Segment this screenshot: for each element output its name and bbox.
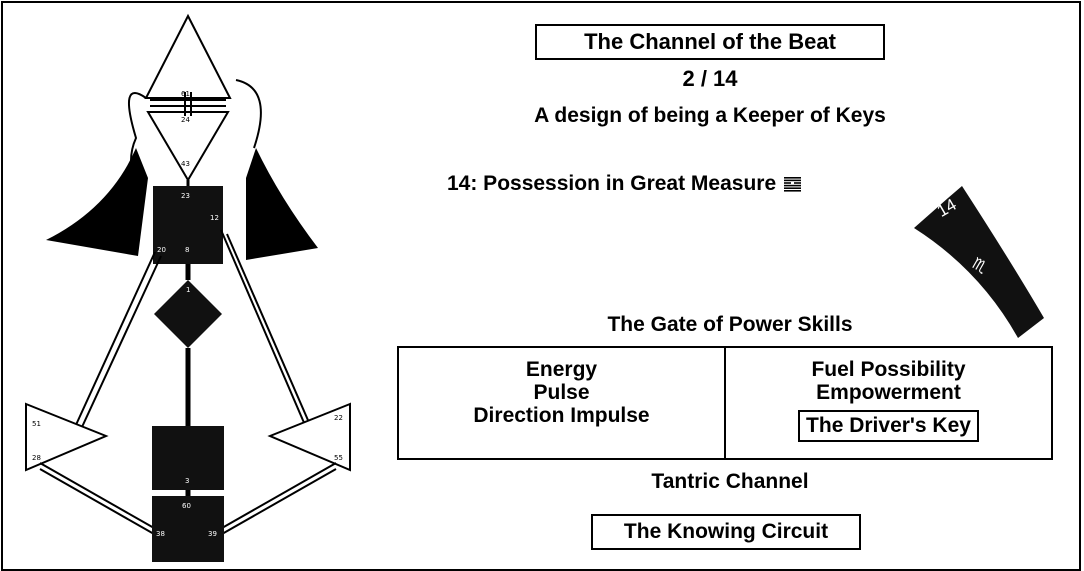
bodygraph-diagram: 61 24 43 23 12 20 8 1 51 28 22 55 3 60 3… [25, 13, 351, 562]
head-silhouette-right [246, 148, 318, 260]
keywords-right: Fuel Possibility Empowerment The Driver'… [726, 348, 1051, 458]
zodiac-wedge: 14 ♏ [914, 186, 1044, 338]
gate-12: 12 [210, 214, 219, 222]
gate-24: 24 [181, 116, 190, 124]
gate-55: 55 [334, 454, 343, 462]
gate-1: 1 [186, 286, 190, 294]
gate-28: 28 [32, 454, 41, 462]
gate-8: 8 [185, 246, 189, 254]
gate-line: 14: Possession in Great Measure [447, 172, 802, 196]
gate-43: 43 [181, 160, 190, 168]
keyword: Pulse [533, 381, 590, 404]
keyword: Energy [525, 358, 598, 381]
keyword: Fuel Possibility [811, 358, 966, 381]
sacral-center [152, 426, 224, 490]
keywords-table: Energy Pulse Direction Impulse Fuel Poss… [397, 346, 1053, 460]
gate-38: 38 [156, 530, 165, 538]
gate-61: 61 [181, 90, 190, 98]
head-silhouette-left [46, 148, 148, 256]
spleen-center [25, 402, 109, 472]
head-center [144, 13, 232, 99]
ajna-center [146, 111, 230, 182]
keyword: Direction Impulse [473, 404, 650, 427]
gate-39: 39 [208, 530, 217, 538]
gate-label: 14: Possession in Great Measure [447, 172, 777, 195]
design-description: A design of being a Keeper of Keys [534, 104, 886, 127]
gate-3: 3 [185, 477, 189, 485]
gate-22: 22 [334, 414, 343, 422]
channel-title: The Channel of the Beat [535, 24, 885, 60]
g-center [154, 280, 222, 348]
gate-23: 23 [181, 192, 190, 200]
hexagram-icon [784, 176, 802, 192]
root-center [152, 496, 224, 562]
wheel-segment [914, 186, 1044, 338]
head-outline-right [235, 79, 262, 149]
emotional-center [267, 402, 351, 472]
circuit-name: The Knowing Circuit [591, 514, 861, 550]
keyword: Empowerment [816, 381, 961, 404]
gate-title: The Gate of Power Skills [607, 313, 853, 336]
throat-center [153, 186, 223, 264]
gate-51: 51 [32, 420, 41, 428]
head-outline [128, 92, 147, 187]
key-name-box: The Driver's Key [798, 410, 979, 442]
gate-60: 60 [182, 502, 191, 510]
circuit-type: Tantric Channel [651, 470, 809, 493]
gate-20: 20 [157, 246, 166, 254]
channel-number: 2 / 14 [682, 66, 738, 91]
keywords-left: Energy Pulse Direction Impulse [399, 348, 726, 458]
